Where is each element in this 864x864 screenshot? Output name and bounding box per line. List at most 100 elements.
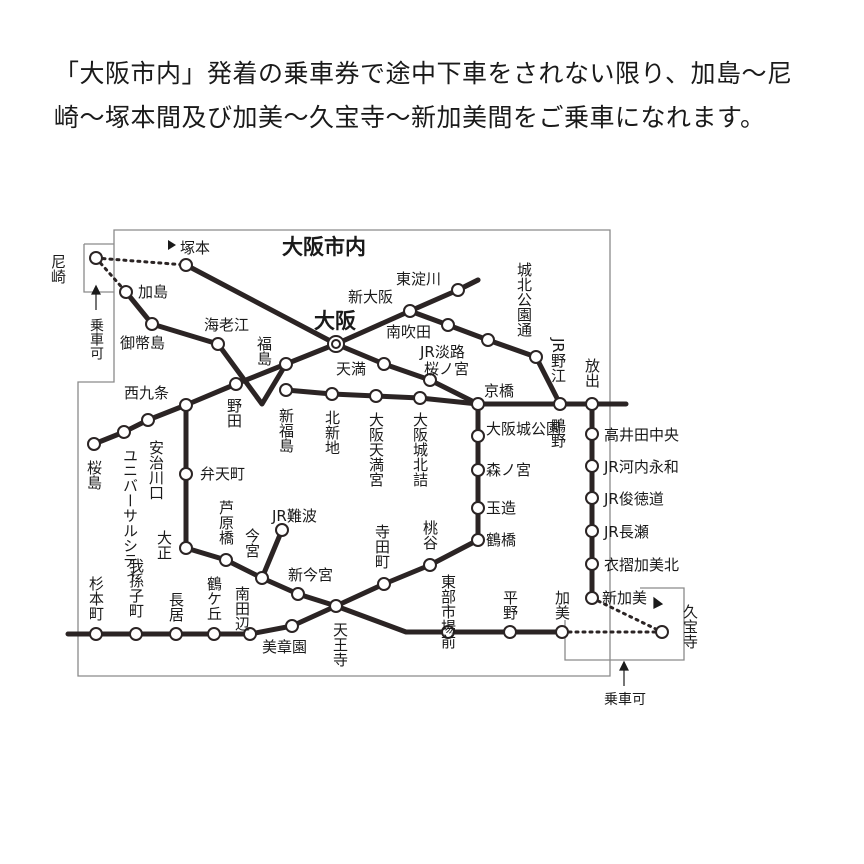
station-label-shirokita: 城北公園通	[515, 262, 533, 337]
station-label-kami: 加美	[553, 590, 571, 620]
dot-nagai	[169, 627, 183, 641]
dot-ebie	[211, 337, 225, 351]
dot-amagasaki	[89, 251, 103, 265]
dot-sugimotocho	[89, 627, 103, 641]
dot-kami	[555, 625, 569, 639]
dot-kashima	[119, 285, 133, 299]
dot-osaka-inner	[331, 339, 341, 349]
dot-imamiya	[255, 571, 269, 585]
station-label-bikan: 美章園	[262, 638, 307, 656]
station-label-tsukamoto: 塚本	[180, 239, 210, 257]
station-label-nishikujo: 西九条	[124, 384, 169, 402]
dot-bikan	[285, 619, 299, 633]
station-label-takaidachuo: 高井田中央	[604, 426, 679, 444]
station-label-noda: 野田	[225, 398, 243, 428]
dot-fukushima	[279, 357, 293, 371]
station-label-jrkawachieiwa: JR河内永和	[603, 458, 679, 476]
dot-jrkawachieiwa	[585, 459, 599, 473]
dot-kyuhoji	[655, 625, 669, 639]
dot-osakajokoen	[471, 429, 485, 443]
station-label-ajikawaguchi: 安治川口	[147, 440, 165, 500]
dot-nishikujo	[179, 398, 193, 412]
station-label-higashiyodogawa: 東淀川	[396, 270, 441, 288]
dot-sakuranomiya	[423, 373, 437, 387]
dot-momodani	[423, 558, 437, 572]
dot-jrnamba	[275, 523, 289, 537]
station-label-kyuhoji: 久宝寺	[681, 604, 699, 649]
station-label-amagasaki: 尼崎	[49, 254, 67, 284]
dot-mitejima	[145, 317, 159, 331]
station-label-higashiichiba: 東部市場前	[439, 574, 457, 650]
kyuhoji-boarding-bracket	[564, 587, 685, 661]
station-label-jrnoe: JR野江	[549, 337, 567, 383]
station-label-hanaten: 放出	[583, 358, 601, 388]
station-label-jrshuntokumichi: JR俊徳道	[603, 490, 664, 508]
dot-morinomiya	[471, 463, 485, 477]
shinkami-arrow	[653, 596, 664, 609]
station-label-kyobashi: 京橋	[484, 382, 514, 400]
dot-kizuri	[585, 557, 599, 571]
dot-sakurajima	[87, 437, 101, 451]
dot-tennoji	[329, 599, 343, 613]
boarding-notice: 「大阪市内」発着の乗車券で途中下車をされない限り、加島〜尼崎〜塚本間及び加美〜久…	[54, 59, 793, 132]
dot-jryodoji	[481, 333, 495, 347]
station-label-kashima: 加島	[138, 283, 168, 301]
station-label-osaka: 大阪	[314, 309, 357, 333]
boarding-arrow-left	[91, 284, 101, 310]
dot-ajikawaguchi	[141, 413, 155, 427]
station-label-sakurajima: 桜島	[85, 460, 103, 490]
dot-hirano	[503, 625, 517, 639]
boarding-arrow-right	[619, 660, 629, 686]
station-label-jryodoji: JR淡路	[419, 343, 465, 361]
station-label-shigino: 鴫野	[549, 418, 567, 448]
dot-shinfukushima	[279, 383, 293, 397]
station-label-hirano: 平野	[501, 590, 519, 620]
dot-bentencho	[179, 467, 193, 481]
station-label-shinimamiya: 新今宮	[288, 566, 333, 584]
station-label-shinkami: 新加美	[602, 589, 647, 607]
dot-shinimamiya	[291, 587, 305, 601]
dot-minamisuita	[441, 318, 455, 332]
dot-shinosaka	[403, 304, 417, 318]
dot-osakatenmangu	[369, 389, 383, 403]
station-label-usj: ユニバーサルシティ	[121, 448, 139, 583]
station-label-kitashinchi: 北新地	[323, 410, 341, 455]
boarding-note-right: 乗車可	[604, 691, 646, 708]
station-label-shinosaka: 新大阪	[348, 288, 393, 306]
dot-taisho	[179, 541, 193, 555]
dot-abikocho	[129, 627, 143, 641]
station-label-teradacho: 寺田町	[373, 524, 391, 569]
station-label-ebie: 海老江	[204, 316, 249, 334]
dot-usj	[117, 425, 131, 439]
station-label-morinomiya: 森ノ宮	[486, 461, 531, 479]
station-label-osakajokoen: 大阪城公園	[486, 420, 561, 438]
station-label-tennoji: 天王寺	[331, 622, 349, 667]
dot-tsukamoto	[179, 258, 193, 272]
dot-kitashinchi	[325, 387, 339, 401]
dot-tsuruhashi	[471, 533, 485, 547]
station-label-tsuruhashi: 鶴橋	[486, 531, 516, 549]
dot-osakajokitazume	[413, 391, 427, 405]
station-label-minamitanabe: 南田辺	[233, 586, 251, 631]
station-label-osakajokitazume: 大阪城北詰	[411, 412, 429, 487]
dot-shinkami	[585, 591, 599, 605]
dot-minamitanabe	[243, 627, 257, 641]
station-label-osakatenmangu: 大阪天満宮	[367, 412, 385, 487]
dot-ashiharabashi	[219, 553, 233, 567]
dotted-boarding-segments	[94, 256, 664, 634]
station-label-bentencho: 弁天町	[200, 465, 245, 483]
dot-teradacho	[377, 577, 391, 591]
station-label-tenma: 天満	[336, 360, 366, 378]
dot-jrshuntokumichi	[585, 491, 599, 505]
dot-jrnoe	[553, 397, 567, 411]
dot-tenma	[377, 357, 391, 371]
dotted-arrow-tsukamoto	[168, 240, 176, 250]
dot-shirokita	[529, 350, 543, 364]
station-label-kizuri: 衣摺加美北	[604, 556, 679, 574]
line-kansai-main	[259, 527, 285, 581]
station-label-sakuranomiya: 桜ノ宮	[424, 360, 469, 378]
station-label-imamiya: 今宮	[243, 528, 261, 558]
station-dots	[87, 251, 669, 641]
line-yumesaki	[91, 402, 189, 447]
